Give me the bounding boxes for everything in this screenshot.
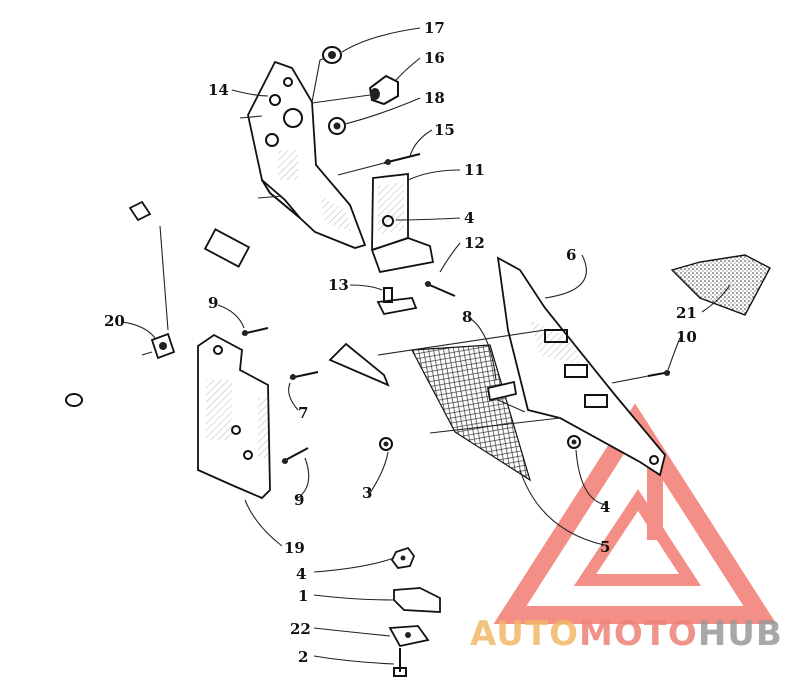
- grommet-part-18: [328, 117, 346, 135]
- grommet-part-17: [311, 46, 342, 103]
- angle-bracket-part-11: [371, 172, 435, 274]
- screw-part-10: [611, 370, 671, 384]
- bracket-part-8: [486, 380, 526, 413]
- pad-part-21: [670, 254, 771, 316]
- nut-part-4-lower: [390, 546, 416, 569]
- callout-17: 17: [424, 19, 445, 37]
- callout-labels: 17 16 14 18 15 11 4 12 6 13 21 8 9 20 10…: [104, 19, 697, 666]
- callout-4-upper: 4: [464, 209, 474, 227]
- callout-19: 19: [284, 539, 305, 557]
- nut-part-3: [379, 437, 393, 451]
- bracket-part-1: [393, 587, 441, 613]
- callout-11: 11: [464, 161, 485, 179]
- callout-12: 12: [464, 234, 485, 252]
- bushing-part-16: [311, 74, 399, 106]
- mount-part-20: [141, 332, 176, 360]
- callout-20: 20: [104, 312, 125, 330]
- callout-18: 18: [424, 89, 445, 107]
- callout-14: 14: [208, 81, 229, 99]
- tubular-bumper: [33, 183, 463, 611]
- watermark-text: AUTOMOTOHUB: [470, 614, 783, 654]
- callout-8: 8: [462, 308, 472, 326]
- nut-part-4-right: [567, 435, 581, 449]
- callout-9-upper: 9: [208, 294, 218, 312]
- pin-part-15: [337, 153, 421, 176]
- screw-part-9-upper: [241, 327, 269, 336]
- upper-bracket-part-14: [239, 60, 367, 249]
- clip-part-13: [376, 287, 418, 316]
- callout-2: 2: [298, 648, 308, 666]
- screw-part-9-lower: [281, 447, 309, 464]
- callout-6: 6: [566, 246, 576, 264]
- side-panel-part-6: [377, 256, 666, 477]
- callout-16: 16: [424, 49, 445, 67]
- callout-13: 13: [328, 276, 349, 294]
- callout-leaders: [121, 27, 731, 665]
- callout-10: 10: [676, 328, 697, 346]
- callout-3: 3: [362, 484, 372, 502]
- callout-21: 21: [676, 304, 697, 322]
- callout-15: 15: [434, 121, 455, 139]
- callout-4-right: 4: [600, 498, 610, 516]
- bolt-part-2: [393, 648, 407, 677]
- callout-5: 5: [600, 538, 610, 556]
- mesh-screen-part-5: [411, 344, 532, 482]
- screw-part-7: [289, 371, 319, 380]
- plate-part-22: [388, 625, 430, 648]
- callout-7: 7: [298, 404, 308, 422]
- callout-22: 22: [290, 620, 311, 638]
- callout-4-lower: 4: [296, 565, 306, 583]
- side-plate-part-19: [197, 333, 271, 500]
- callout-1: 1: [298, 587, 308, 605]
- pin-part-12: [424, 281, 456, 297]
- callout-9-lower: 9: [294, 491, 304, 509]
